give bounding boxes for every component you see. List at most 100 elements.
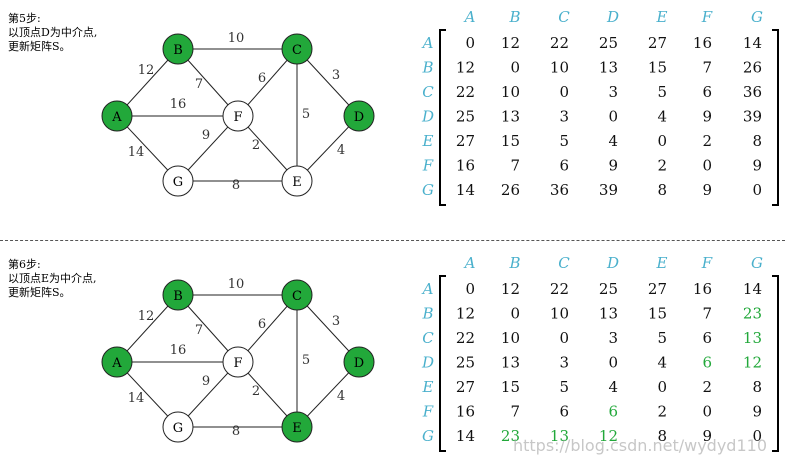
matrix-cell: 10 <box>501 329 520 347</box>
column-header: C <box>558 8 570 26</box>
matrix-cell: 9 <box>752 403 762 421</box>
matrix-cell: 8 <box>752 378 762 396</box>
edge-weight-label: 12 <box>138 63 155 78</box>
matrix-cell: 6 <box>702 329 712 347</box>
row-header: C <box>422 329 434 347</box>
matrix-cell: 6 <box>702 83 712 101</box>
matrix-cell: 22 <box>550 34 569 52</box>
matrix-cell: 7 <box>510 403 520 421</box>
row-header: C <box>422 83 434 101</box>
matrix-cell: 7 <box>510 157 520 175</box>
matrix-cell: 0 <box>657 378 667 396</box>
matrix-cell: 3 <box>559 108 569 126</box>
matrix-cell: 14 <box>456 427 475 445</box>
edge-weight-label: 12 <box>138 309 155 324</box>
matrix-cell: 13 <box>743 329 762 347</box>
edge-weight-label: 8 <box>232 424 240 439</box>
matrix-cell: 16 <box>693 34 712 52</box>
matrix-cell: 3 <box>608 83 618 101</box>
edge-weight-label: 2 <box>252 384 260 399</box>
node-label: A <box>111 356 122 371</box>
matrix-cell: 5 <box>559 378 569 396</box>
column-header: C <box>558 254 570 272</box>
matrix-cell: 14 <box>743 280 762 298</box>
step-title: 第5步: <box>8 12 41 25</box>
matrix-cell: 13 <box>501 354 520 372</box>
matrix-cell: 27 <box>456 132 475 150</box>
matrix-cell: 4 <box>608 378 618 396</box>
node-label: B <box>173 289 183 304</box>
node-label: G <box>173 175 183 190</box>
matrix-cell: 9 <box>702 181 712 199</box>
edge-weight-label: 14 <box>128 145 145 160</box>
edge-weight-label: 3 <box>332 314 340 329</box>
graph-node <box>162 33 194 65</box>
matrix-cell: 16 <box>456 157 475 175</box>
matrix-cell: 25 <box>599 280 618 298</box>
matrix-cell: 0 <box>752 427 762 445</box>
matrix-cell: 25 <box>456 354 475 372</box>
matrix-cell: 8 <box>752 132 762 150</box>
edge-weight-label: 8 <box>232 178 240 193</box>
row-header: B <box>421 305 433 323</box>
matrix-cell: 15 <box>648 59 667 77</box>
matrix-cell: 22 <box>550 280 569 298</box>
matrix-cell: 6 <box>559 403 569 421</box>
column-header: G <box>751 8 763 26</box>
divider <box>0 240 785 241</box>
graph-node <box>281 411 313 443</box>
matrix-cell: 39 <box>743 108 762 126</box>
matrix-cell: 36 <box>550 181 569 199</box>
matrix-cell: 12 <box>501 280 520 298</box>
matrix-cell: 25 <box>456 108 475 126</box>
column-header: B <box>508 8 520 26</box>
row-header: A <box>421 34 434 52</box>
row-header: A <box>421 280 434 298</box>
matrix-cell: 0 <box>657 132 667 150</box>
matrix-cell: 22 <box>456 83 475 101</box>
matrix-cell: 26 <box>743 59 762 77</box>
matrix-cell: 16 <box>693 280 712 298</box>
matrix-cell: 0 <box>608 108 618 126</box>
matrix-cell: 10 <box>550 59 569 77</box>
matrix-cell: 26 <box>501 181 520 199</box>
edge-weight-label: 10 <box>228 277 245 292</box>
matrix-cell: 8 <box>657 181 667 199</box>
matrix-cell: 7 <box>702 305 712 323</box>
step-description: 以顶点D为中介点, <box>8 26 98 39</box>
matrix-cell: 12 <box>599 427 618 445</box>
matrix-cell: 3 <box>559 354 569 372</box>
graph-node <box>222 100 254 132</box>
row-header: G <box>422 181 434 199</box>
matrix-cell: 6 <box>559 157 569 175</box>
column-header: B <box>508 254 520 272</box>
matrix-cell: 10 <box>501 83 520 101</box>
matrix-cell: 0 <box>559 83 569 101</box>
matrix-cell: 15 <box>501 378 520 396</box>
edge-weight-label: 6 <box>258 71 266 86</box>
matrix-cell: 2 <box>702 378 712 396</box>
row-header: E <box>422 132 434 150</box>
matrix-cell: 10 <box>550 305 569 323</box>
matrix-cell: 7 <box>702 59 712 77</box>
matrix-cell: 9 <box>702 108 712 126</box>
edge-weight-label: 14 <box>128 391 145 406</box>
column-header: D <box>606 8 619 26</box>
matrix-cell: 0 <box>752 181 762 199</box>
column-header: F <box>701 8 713 26</box>
row-header: D <box>421 108 434 126</box>
edge-weight-label: 7 <box>195 323 203 338</box>
edge-weight-label: 4 <box>337 143 345 158</box>
edge-weight-label: 16 <box>170 343 187 358</box>
node-label: C <box>292 289 302 304</box>
watermark: https://blog.csdn.net/wydyd110 <box>512 436 767 455</box>
column-header: D <box>606 254 619 272</box>
matrix-cell: 15 <box>648 305 667 323</box>
row-header: B <box>421 59 433 77</box>
matrix-cell: 2 <box>657 157 667 175</box>
matrix-cell: 3 <box>608 329 618 347</box>
column-header: A <box>463 8 476 26</box>
matrix-cell: 0 <box>465 280 475 298</box>
